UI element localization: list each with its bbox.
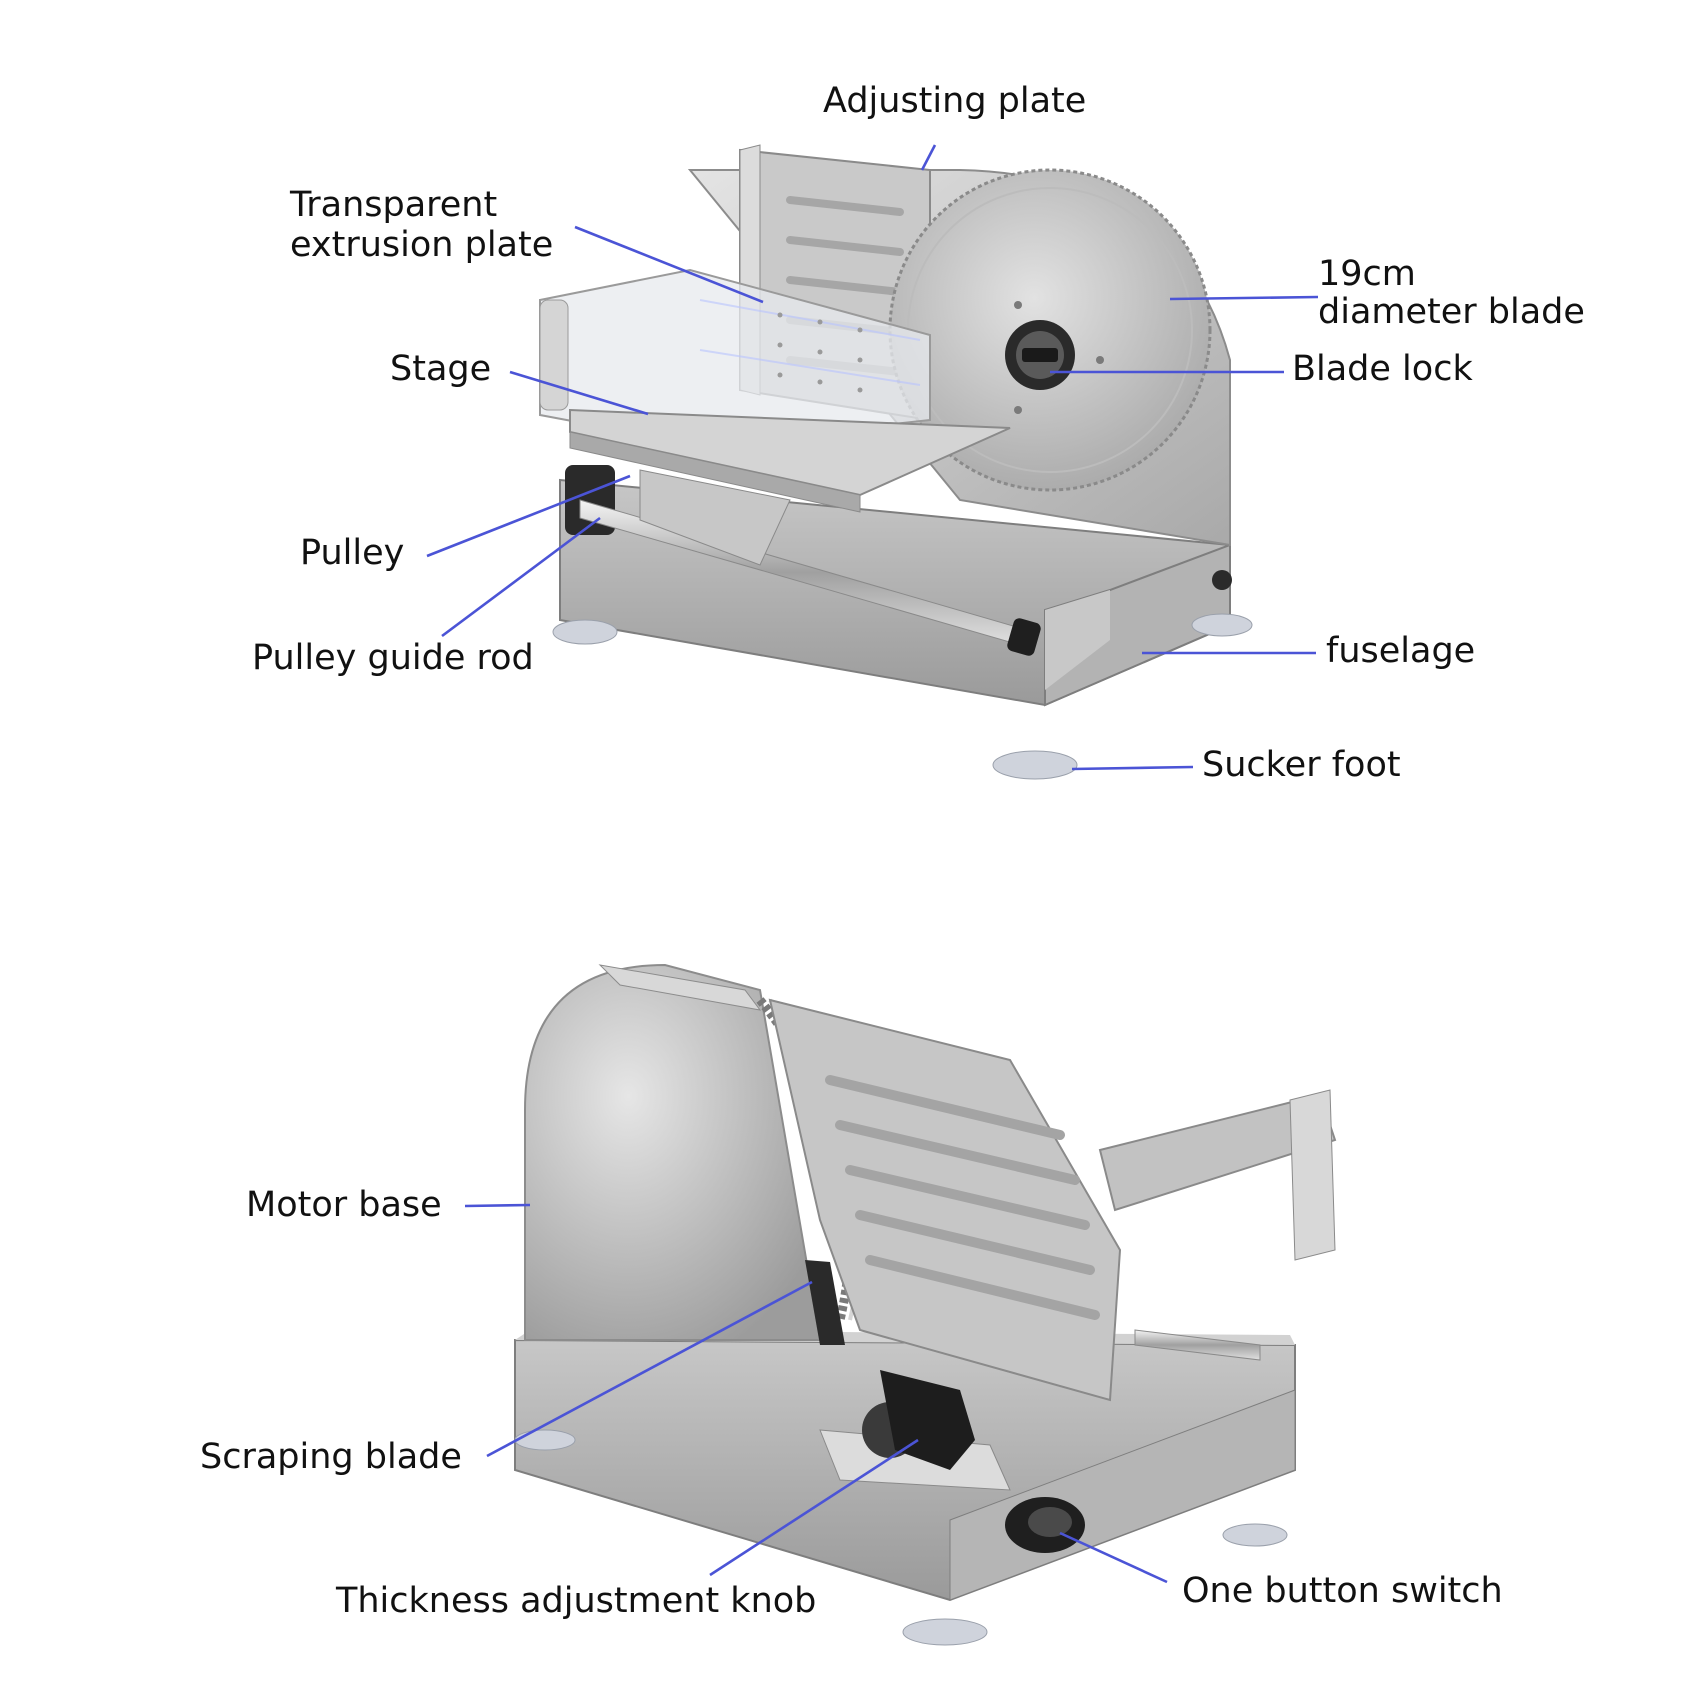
label-one-button-switch: One button switch [1182, 1571, 1503, 1611]
leader-pulley [426, 474, 631, 558]
leader-lines [426, 144, 1319, 1584]
sucker-foot-back-right [1191, 613, 1253, 637]
leader-transparent-extrusion-plate [574, 225, 764, 304]
leader-stage [509, 370, 649, 416]
side-button-dot [1212, 570, 1232, 590]
scraping-blade-shape [805, 1260, 845, 1345]
label-blade-19cm: 19cm diameter blade [1318, 254, 1585, 332]
label-thickness-adjustment-knob: Thickness adjustment knob [335, 1581, 816, 1621]
leader-motor-base [464, 1203, 531, 1208]
leader-thickness-knob [709, 1438, 919, 1577]
bottom-slicer-illustration [514, 963, 1337, 1646]
leader-blade-19cm [1169, 295, 1319, 301]
one-button-switch-shape [1005, 1497, 1085, 1553]
leader-adjusting-plate [920, 144, 937, 171]
label-sucker-foot: Sucker foot [1202, 745, 1401, 785]
label-pulley: Pulley [300, 533, 404, 573]
stage-shape [569, 408, 1011, 566]
label-scraping-blade: Scraping blade [200, 1437, 462, 1477]
motor-base-shape [524, 963, 822, 1341]
label-stage: Stage [390, 349, 491, 389]
thickness-knob-shape [819, 1370, 1011, 1491]
bottom-adjusting-plate [768, 998, 1122, 1402]
top-slicer-illustration [539, 144, 1253, 780]
leader-sucker-foot [1071, 765, 1194, 771]
bottom-foot-left [514, 1429, 576, 1451]
label-blade-lock: Blade lock [1292, 349, 1473, 389]
carriage-arm [1098, 1089, 1337, 1361]
leader-scraping-blade [486, 1280, 813, 1458]
blade-lock-shape [1005, 320, 1075, 390]
sucker-foot-front-left [552, 619, 618, 645]
label-motor-base: Motor base [246, 1185, 442, 1225]
sucker-foot-front-right [992, 750, 1078, 780]
label-fuselage: fuselage [1326, 631, 1475, 671]
label-pulley-guide-rod: Pulley guide rod [252, 638, 534, 678]
leader-pulley-guide-rod [441, 516, 601, 638]
bottom-foot-right [1222, 1523, 1288, 1547]
labels: Adjusting plate Transparent extrusion pl… [200, 81, 1585, 1621]
label-transparent-extrusion-plate: Transparent extrusion plate [289, 185, 553, 265]
bottom-foot-front [902, 1618, 988, 1646]
label-adjusting-plate: Adjusting plate [823, 81, 1086, 121]
leader-one-button-switch [1059, 1531, 1168, 1584]
